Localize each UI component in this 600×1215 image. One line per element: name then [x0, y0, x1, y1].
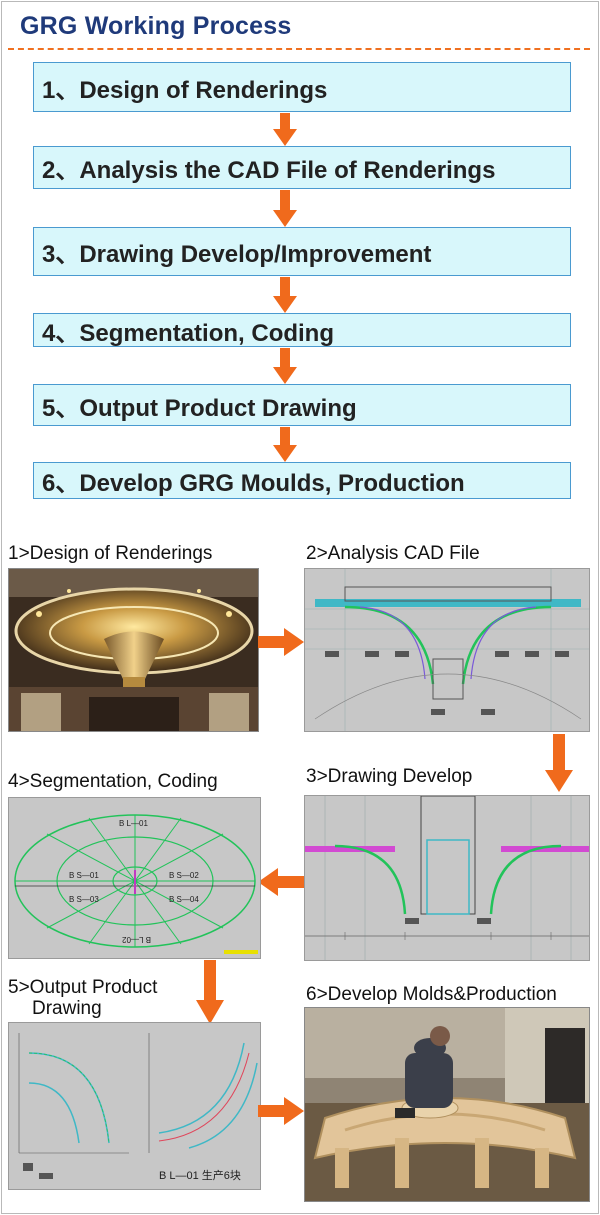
panel-5-label-line2: Drawing: [32, 998, 102, 1019]
cad-analysis-image: [304, 568, 590, 732]
product-drawing-caption: B L—01 生产6块: [159, 1168, 241, 1182]
product-drawing-image: B L—01 生产6块: [8, 1022, 261, 1190]
arrow-down-2-3: [545, 734, 573, 792]
drawing-develop-image: [304, 795, 590, 961]
panel-2-label: 2>Analysis CAD File: [306, 543, 480, 564]
segment-code-1: B L—01: [119, 819, 148, 828]
segment-code-2: B L—02: [122, 935, 151, 944]
production-photo: [304, 1007, 590, 1202]
panel-1-label: 1>Design of Renderings: [8, 543, 213, 564]
arrow-left-3-4: [258, 868, 304, 896]
panel-6-label: 6>Develop Molds&Production: [306, 984, 557, 1005]
step-5-label: 5、Output Product Drawing: [42, 394, 357, 422]
step-5-box: 5、Output Product Drawing: [33, 384, 571, 426]
panel-4-label: 4>Segmentation, Coding: [8, 771, 218, 792]
flow-arrow-4-5: [273, 348, 297, 384]
panel-5-label-line1: 5>Output Product: [8, 977, 158, 998]
step-2-label: 2、Analysis the CAD File of Renderings: [42, 157, 496, 184]
step-6-box: 6、Develop GRG Moulds, Production: [33, 462, 571, 499]
step-3-label: 3、Drawing Develop/Improvement: [42, 241, 432, 268]
flow-arrow-3-4: [273, 277, 297, 313]
title-divider: [8, 48, 590, 50]
rendering-image: [8, 568, 259, 732]
flow-arrow-2-3: [273, 190, 297, 227]
step-1-label: 1、Design of Renderings: [42, 76, 328, 104]
arrow-right-5-6: [258, 1097, 304, 1125]
step-2-box: 2、Analysis the CAD File of Renderings: [33, 146, 571, 189]
page-title: GRG Working Process: [20, 12, 292, 40]
panel-3-label: 3>Drawing Develop: [306, 766, 473, 787]
step-1-box: 1、Design of Renderings: [33, 62, 571, 112]
step-3-box: 3、Drawing Develop/Improvement: [33, 227, 571, 276]
segmentation-image: B L—01 B L—02 B S—01 B S—02 B S—03 B S—0…: [8, 797, 261, 959]
segment-code-3: B S—01: [69, 871, 99, 880]
step-4-box: 4、Segmentation, Coding: [33, 313, 571, 347]
segment-code-4: B S—02: [169, 871, 199, 880]
step-6-label: 6、Develop GRG Moulds, Production: [42, 470, 465, 497]
flow-arrow-5-6: [273, 427, 297, 462]
step-4-label: 4、Segmentation, Coding: [42, 319, 335, 347]
segment-code-5: B S—03: [69, 895, 99, 904]
segment-code-6: B S—04: [169, 895, 199, 904]
flow-arrow-1-2: [273, 113, 297, 146]
arrow-right-1-2: [258, 628, 304, 656]
arrow-down-4-5: [196, 960, 224, 1024]
